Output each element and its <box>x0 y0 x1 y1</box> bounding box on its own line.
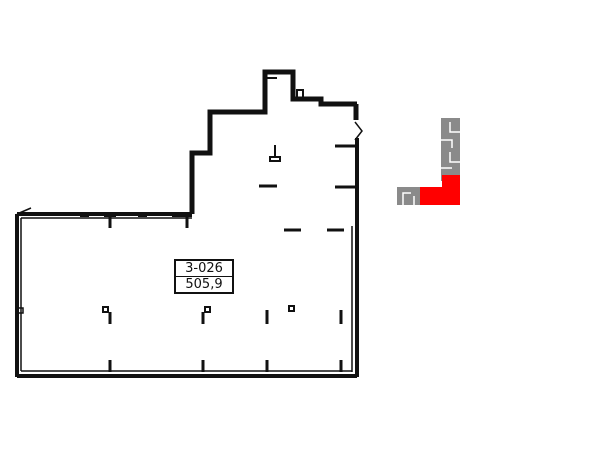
unit-label: 3-026 505,9 <box>174 259 234 294</box>
column <box>17 307 24 314</box>
column <box>102 306 109 313</box>
interior-elements <box>17 144 357 372</box>
outer-walls <box>15 69 359 378</box>
entrance-marks <box>16 121 363 215</box>
unit-code: 3-026 <box>176 261 232 277</box>
column <box>204 306 211 313</box>
column <box>269 156 281 162</box>
entrance-arrow-east <box>354 121 363 141</box>
column <box>288 305 295 312</box>
top-notch <box>265 73 277 79</box>
notch-box <box>296 89 304 99</box>
key-plan-wing <box>397 187 421 205</box>
key-plan <box>397 118 460 205</box>
entrance-arrow-west <box>16 207 32 215</box>
unit-area: 505,9 <box>185 277 223 292</box>
north-wall-blocks <box>80 212 192 217</box>
key-plan-tower <box>441 118 460 181</box>
upper-thick-wall <box>189 69 357 214</box>
key-plan-highlight <box>420 175 460 205</box>
